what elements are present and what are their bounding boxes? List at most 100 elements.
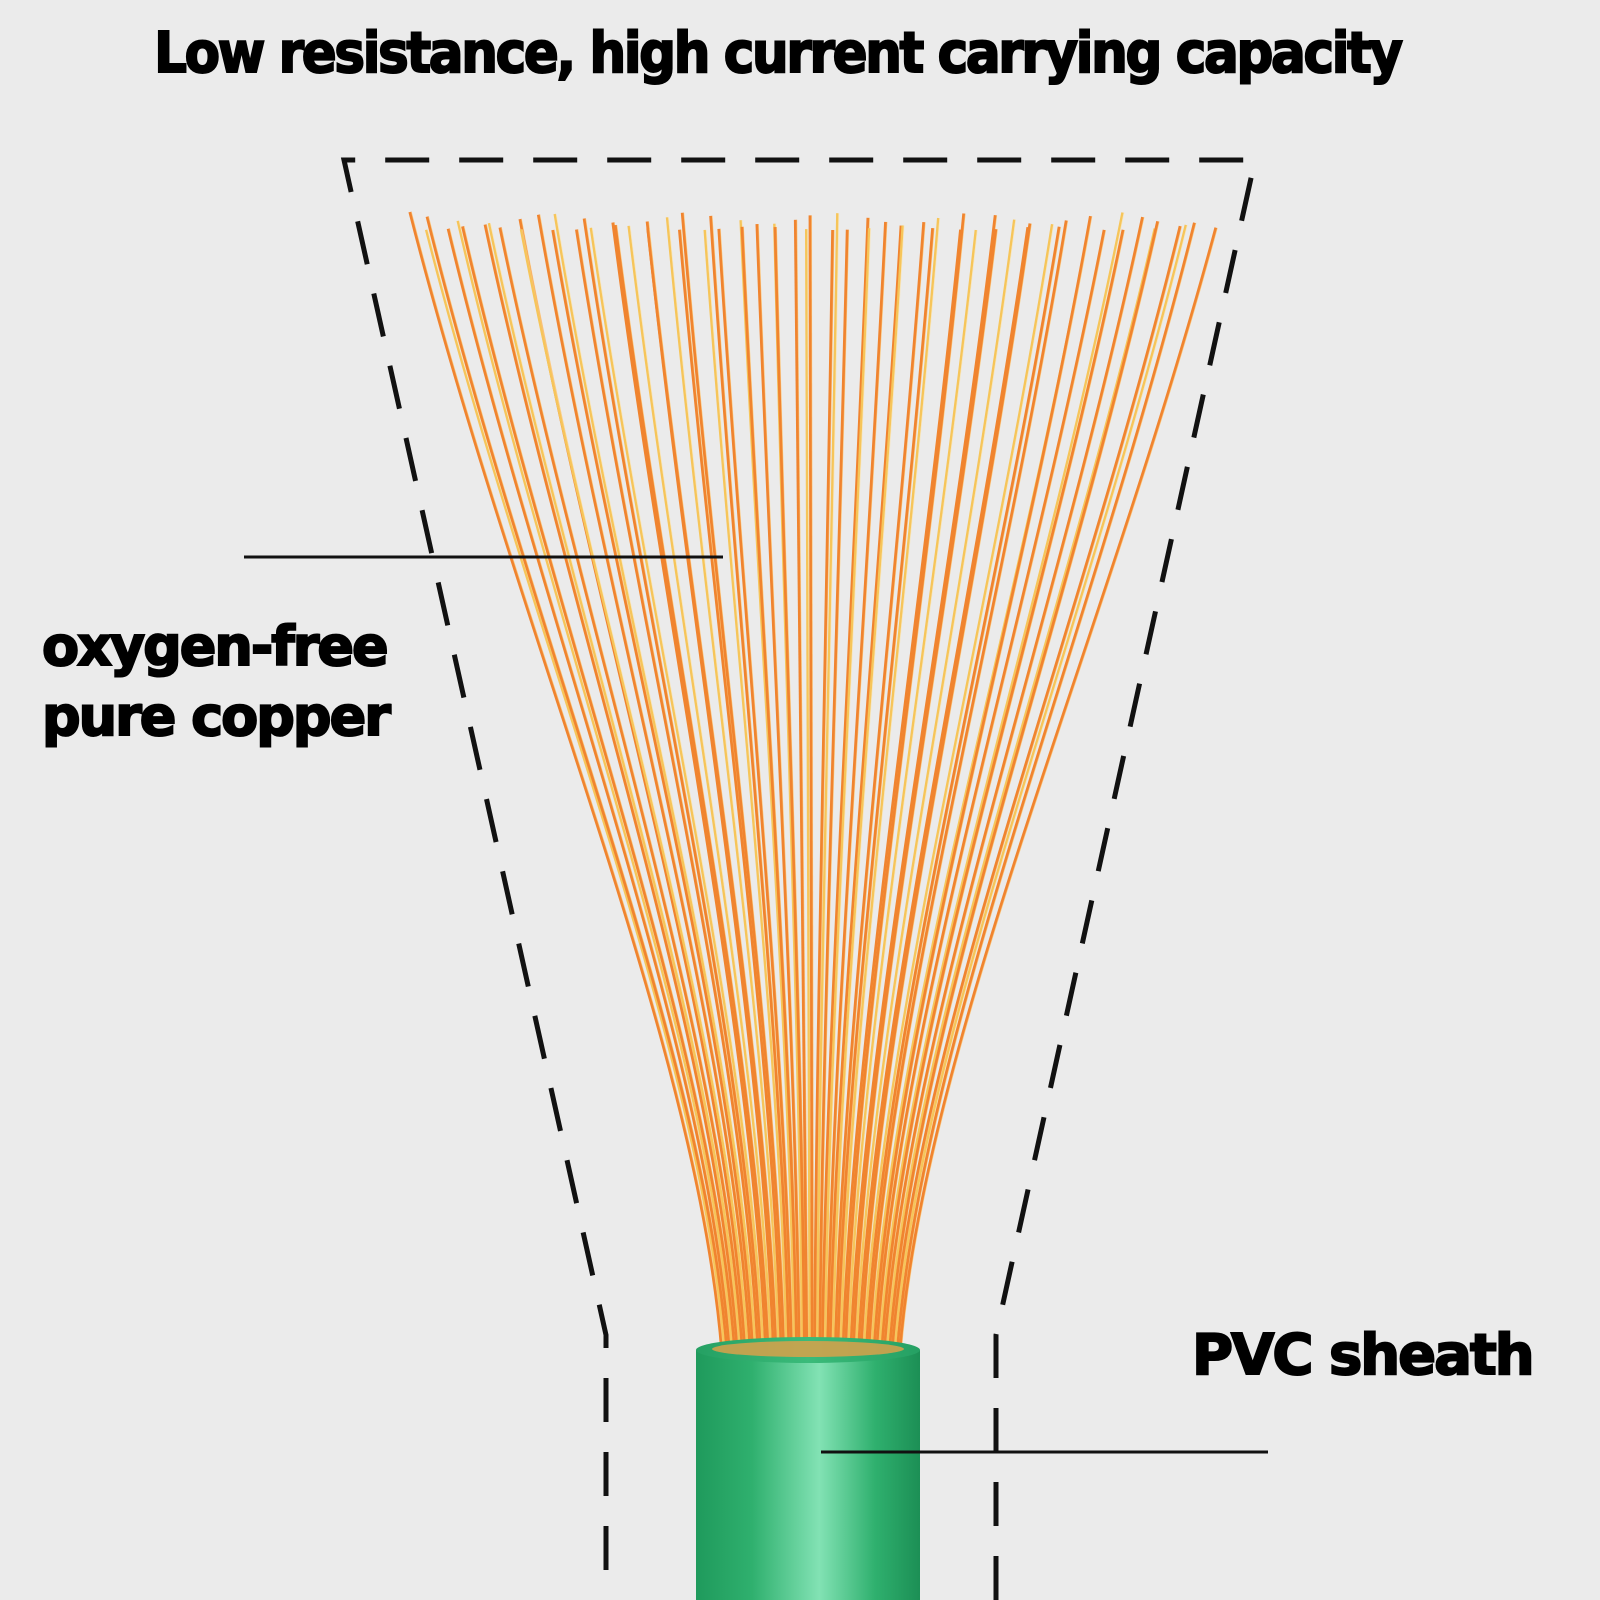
copper-strand — [878, 212, 1124, 1353]
copper-strand — [831, 225, 904, 1353]
copper-strand — [813, 229, 835, 1353]
copper-strand-highlight — [875, 216, 1093, 1353]
copper-strand — [854, 219, 1016, 1353]
headline: Low resistance, high current carrying ca… — [153, 21, 1404, 86]
copper-strand — [821, 217, 870, 1353]
copper-strand-highlight — [877, 229, 1107, 1353]
copper-strand — [828, 225, 903, 1353]
copper-strand-highlight — [522, 229, 750, 1353]
copper-strand-highlight — [857, 219, 1017, 1353]
copper-strand — [857, 226, 1030, 1353]
copper-strand-highlight — [411, 211, 724, 1353]
copper-strand — [864, 226, 1061, 1353]
copper-strand — [880, 229, 1125, 1353]
copper-strand — [898, 227, 1218, 1353]
copper-strand-highlight — [555, 213, 758, 1353]
copper-strand — [862, 224, 1054, 1353]
copper-strand — [826, 221, 888, 1353]
copper-strand-highlight — [720, 228, 794, 1353]
copper-strand-highlight — [758, 224, 802, 1353]
copper-strand — [709, 215, 791, 1353]
copper-strand — [740, 226, 799, 1353]
copper-strand — [773, 227, 807, 1353]
copper-strand — [885, 228, 1156, 1353]
copper-strand-highlight — [846, 213, 966, 1353]
copper-strand — [793, 219, 809, 1353]
copper-strand — [833, 221, 926, 1353]
copper-label-line-1: oxygen-free — [41, 614, 390, 679]
copper-strand-highlight — [893, 226, 1183, 1353]
copper-strand — [425, 216, 729, 1353]
copper-strand — [852, 229, 998, 1353]
copper-strands — [408, 211, 1218, 1353]
copper-strand — [680, 212, 786, 1353]
copper-strand-highlight — [898, 222, 1197, 1353]
copper-strand — [519, 229, 749, 1353]
copper-strand — [536, 214, 752, 1353]
copper-label-line-2: pure copper — [41, 684, 392, 749]
copper-strand-highlight — [828, 221, 888, 1353]
copper-strand — [816, 213, 839, 1353]
copper-label: oxygen-free pure copper — [41, 612, 392, 752]
copper-strand — [739, 220, 796, 1353]
copper-strand — [882, 216, 1145, 1353]
copper-strand — [841, 229, 963, 1353]
copper-strand-highlight — [539, 214, 753, 1353]
copper-strand — [893, 224, 1187, 1353]
dashed-outline — [340, 157, 1259, 1600]
copper-strand — [703, 229, 788, 1353]
copper-strand — [678, 229, 783, 1353]
copper-strand — [895, 222, 1197, 1353]
copper-strand — [575, 229, 760, 1353]
copper-strand — [849, 215, 997, 1353]
copper-strand — [461, 226, 737, 1353]
copper-strand — [553, 213, 757, 1353]
copper-strand — [836, 227, 935, 1353]
copper-strand-highlight — [901, 227, 1218, 1353]
copper-strand — [844, 213, 966, 1353]
copper-strand — [824, 228, 871, 1353]
copper-strand-highlight — [854, 229, 998, 1353]
copper-strand — [755, 224, 801, 1353]
copper-strand-highlight — [870, 220, 1069, 1353]
copper-strand-highlight — [816, 229, 835, 1353]
copper-strand — [839, 217, 940, 1353]
copper-strand-highlight — [449, 228, 732, 1353]
copper-strand — [847, 229, 977, 1353]
pvc-sheath — [696, 1337, 920, 1600]
copper-strand — [818, 229, 849, 1353]
copper-strand — [611, 222, 768, 1353]
copper-strand-highlight — [629, 225, 773, 1353]
copper-strand-highlight — [839, 228, 935, 1353]
copper-strand-highlight — [683, 212, 786, 1353]
copper-strand — [875, 229, 1106, 1353]
copper-strand — [808, 215, 814, 1353]
copper-strand-highlight — [841, 217, 941, 1353]
copper-strand-highlight — [668, 217, 781, 1353]
copper-strand-highlight — [883, 229, 1126, 1353]
copper-strand-highlight — [895, 224, 1188, 1353]
copper-strand-highlight — [743, 226, 799, 1353]
copper-strand — [890, 225, 1182, 1353]
copper-strand-highlight — [885, 217, 1145, 1353]
copper-strand — [872, 215, 1093, 1353]
copper-strand — [487, 222, 742, 1353]
copper-strand-highlight — [591, 227, 766, 1353]
copper-strand — [627, 225, 773, 1353]
copper-strand — [665, 217, 780, 1353]
copper-strand — [498, 227, 745, 1353]
copper-strand-highlight — [826, 228, 871, 1353]
copper-strand — [717, 228, 794, 1353]
copper-strand — [551, 229, 755, 1353]
copper-strand — [456, 220, 734, 1353]
copper-strand-highlight — [890, 221, 1160, 1353]
copper-strand-highlight — [862, 223, 1032, 1353]
copper-strand — [424, 229, 726, 1353]
copper-strand-highlight — [585, 218, 763, 1353]
copper-strand — [613, 224, 770, 1353]
copper-strand — [859, 223, 1032, 1353]
copper-strand-highlight — [428, 216, 730, 1353]
copper-strand-highlight — [616, 225, 771, 1353]
copper-strand-highlight — [649, 228, 779, 1353]
